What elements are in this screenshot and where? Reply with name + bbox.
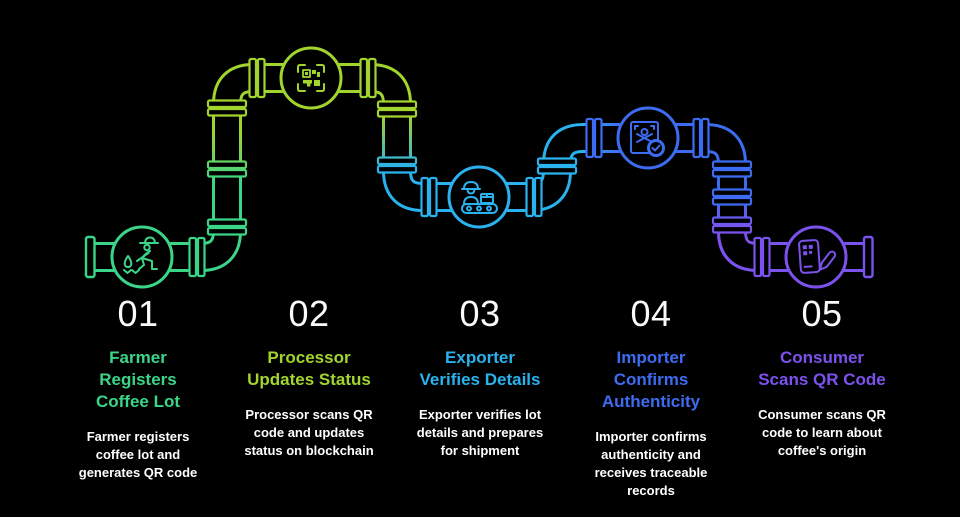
pipe-coupling	[753, 236, 771, 278]
pipe-coupling	[711, 160, 753, 178]
farmer-sowing-icon	[123, 236, 159, 274]
pipeline-illustration	[84, 46, 874, 289]
certificate-verified-icon	[630, 121, 665, 157]
pipe-flange-start	[84, 235, 96, 279]
step-number: 05	[801, 293, 843, 334]
step-node-4	[616, 106, 680, 170]
step-node-5	[784, 225, 848, 289]
pipe-coupling	[248, 57, 266, 99]
step-title: Importer Confirms Authenticity	[601, 348, 701, 411]
step-column-2: 02 Processor Updates Status Processor sc…	[224, 296, 395, 500]
step-description: Exporter verifies lot details and prepar…	[416, 407, 544, 458]
pipe-coupling	[585, 117, 603, 159]
qr-scan-icon	[297, 64, 325, 92]
steps-row: 01 Farmer Registers Coffee Lot Farmer re…	[0, 296, 960, 500]
step-column-1: 01 Farmer Registers Coffee Lot Farmer re…	[53, 296, 224, 500]
pipe-coupling	[536, 157, 578, 175]
step-title: Exporter Verifies Details	[419, 348, 541, 389]
step-node-1	[110, 225, 174, 289]
step-description: Farmer registers coffee lot and generate…	[78, 429, 198, 480]
step-number: 04	[630, 293, 672, 334]
step-description: Consumer scans QR code to learn about co…	[758, 407, 886, 458]
step-node-2	[279, 46, 343, 110]
pipe-coupling	[359, 57, 377, 99]
step-title: Farmer Registers Coffee Lot	[95, 348, 181, 411]
pipe-coupling	[376, 100, 418, 118]
step-column-4: 04 Importer Confirms Authenticity Import…	[566, 296, 737, 500]
step-column-5: 05 Consumer Scans QR Code Consumer scans…	[737, 296, 908, 500]
pipe-coupling	[525, 176, 543, 218]
step-number: 02	[288, 293, 330, 334]
pipe-coupling	[711, 188, 753, 206]
pipe-coupling	[711, 216, 753, 234]
phone-qr-pencil-icon	[798, 239, 837, 274]
pipe-coupling	[206, 160, 248, 178]
pipe-coupling	[692, 117, 710, 159]
step-title: Processor Updates Status	[247, 348, 371, 389]
step-description: Processor scans QR code and updates stat…	[244, 407, 374, 458]
pipe-coupling	[206, 218, 248, 236]
step-number: 01	[117, 293, 159, 334]
pipe-coupling	[420, 176, 438, 218]
pipe-coupling	[188, 236, 206, 278]
step-column-3: 03 Exporter Verifies Details Exporter ve…	[395, 296, 566, 500]
worker-conveyor-icon	[461, 181, 498, 214]
step-description: Importer confirms authenticity and recei…	[594, 429, 708, 498]
pipe-flange-end	[862, 235, 874, 279]
pipe-coupling	[376, 156, 418, 174]
step-node-3	[447, 165, 511, 229]
pipe-coupling	[206, 99, 248, 117]
step-number: 03	[459, 293, 501, 334]
step-title: Consumer Scans QR Code	[758, 348, 886, 389]
